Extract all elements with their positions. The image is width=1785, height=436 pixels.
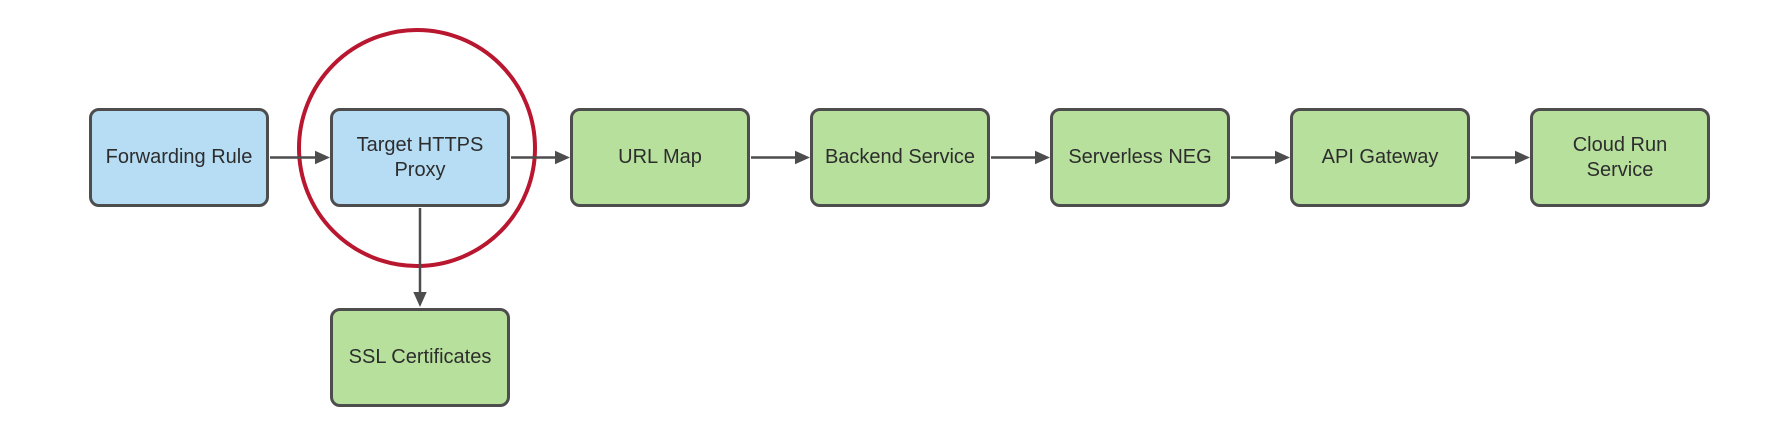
node-serverless-neg: Serverless NEG xyxy=(1050,108,1230,207)
highlight-circle-icon xyxy=(297,28,537,268)
node-label: URL Map xyxy=(618,146,702,168)
node-api-gateway: API Gateway xyxy=(1290,108,1470,207)
node-ssl-certificates: SSL Certificates xyxy=(330,308,510,407)
arrow-forwarding-rule-to-target-https-proxy xyxy=(270,150,330,165)
node-forwarding-rule: Forwarding Rule xyxy=(89,108,269,207)
node-label: Forwarding Rule xyxy=(105,146,253,168)
arrow-target-https-proxy-to-url-map xyxy=(511,150,570,165)
arrow-api-gateway-to-cloud-run-service xyxy=(1471,150,1530,165)
arrow-serverless-neg-to-api-gateway xyxy=(1231,150,1290,165)
node-label: Cloud Run Service xyxy=(1572,133,1668,181)
node-label: Target HTTPS Proxy xyxy=(356,133,484,181)
arrow-target-https-proxy-to-ssl-certificates xyxy=(413,208,427,307)
node-url-map: URL Map xyxy=(570,108,750,207)
node-label: API Gateway xyxy=(1321,146,1439,168)
node-label: Backend Service xyxy=(824,146,976,168)
node-backend-service: Backend Service xyxy=(810,108,990,207)
arrow-url-map-to-backend-service xyxy=(751,150,810,165)
node-label: Serverless NEG xyxy=(1068,146,1212,168)
node-target-https-proxy: Target HTTPS Proxy xyxy=(330,108,510,207)
node-label: SSL Certificates xyxy=(348,346,492,368)
node-cloud-run-service: Cloud Run Service xyxy=(1530,108,1710,207)
arrow-backend-service-to-serverless-neg xyxy=(991,150,1050,165)
